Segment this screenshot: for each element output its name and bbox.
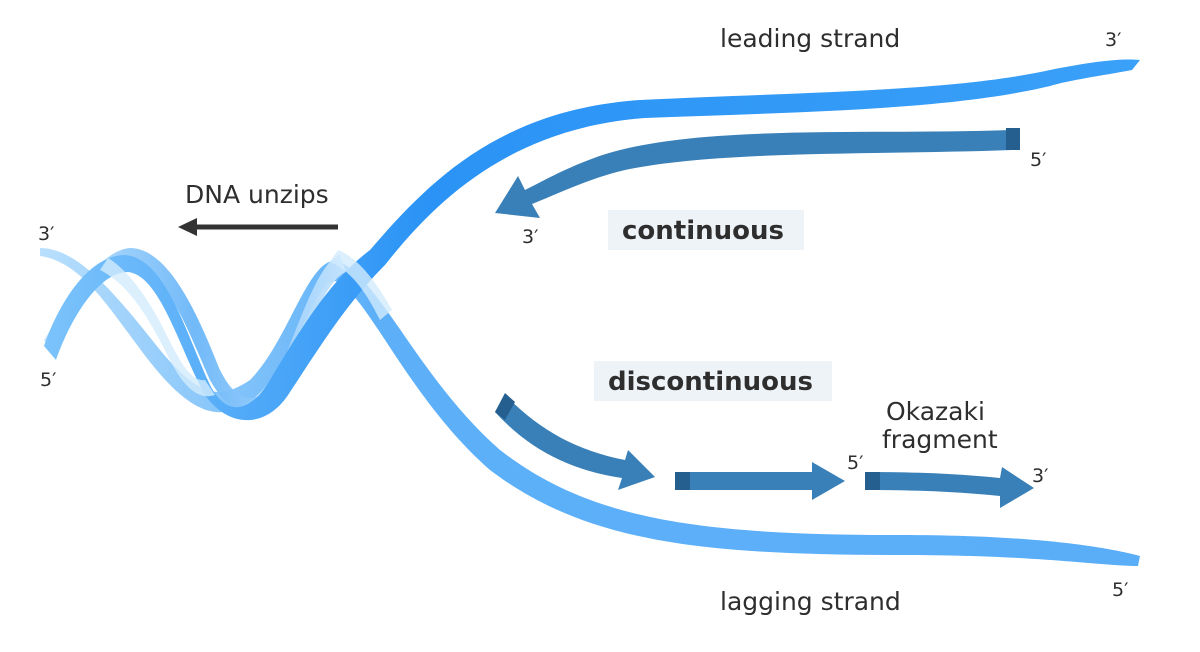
okazaki-label-line1: Okazaki: [886, 397, 985, 426]
continuous-label-box: [608, 210, 804, 250]
helix-bottom-end-label: 5′: [40, 369, 56, 391]
helix-top-end-label: 3′: [38, 223, 54, 245]
okazaki-fragment-1-cap: [495, 393, 515, 420]
continuous-label: continuous: [622, 216, 784, 246]
discontinuous-label: discontinuous: [608, 367, 813, 397]
continuous-new-strand: [495, 130, 1012, 218]
helix-ribbon-back: [44, 248, 346, 414]
fragment-start-end-label: 5′: [847, 452, 863, 474]
leading-strand-label: leading strand: [720, 24, 900, 53]
leading-right-end-label: 3′: [1105, 29, 1121, 51]
okazaki-fragment-2-cap: [675, 472, 690, 490]
leading-parental-strand: [44, 59, 1140, 421]
lagging-parental-strand: [40, 248, 1140, 566]
okazaki-fragment-1: [495, 395, 655, 490]
dna-unzips-label: DNA unzips: [185, 180, 329, 209]
fragment-end-end-label: 3′: [1032, 465, 1048, 487]
discontinuous-label-box: [594, 361, 832, 401]
okazaki-fragment-3: [865, 467, 1034, 508]
helix-ribbon-front: [100, 258, 215, 397]
helix-ribbon-front-2: [330, 250, 392, 320]
lagging-right-end-label: 5′: [1112, 579, 1128, 601]
okazaki-label-line2: fragment: [882, 425, 998, 454]
dna-unzips-arrow-head: [178, 218, 197, 236]
okazaki-fragment-3-cap: [865, 472, 880, 490]
continuous-end-end-label: 3′: [522, 226, 538, 248]
continuous-start-end-label: 5′: [1030, 149, 1046, 171]
continuous-strand-cap: [1006, 128, 1020, 150]
okazaki-fragment-2: [675, 462, 845, 500]
lagging-strand-label: lagging strand: [720, 587, 901, 616]
